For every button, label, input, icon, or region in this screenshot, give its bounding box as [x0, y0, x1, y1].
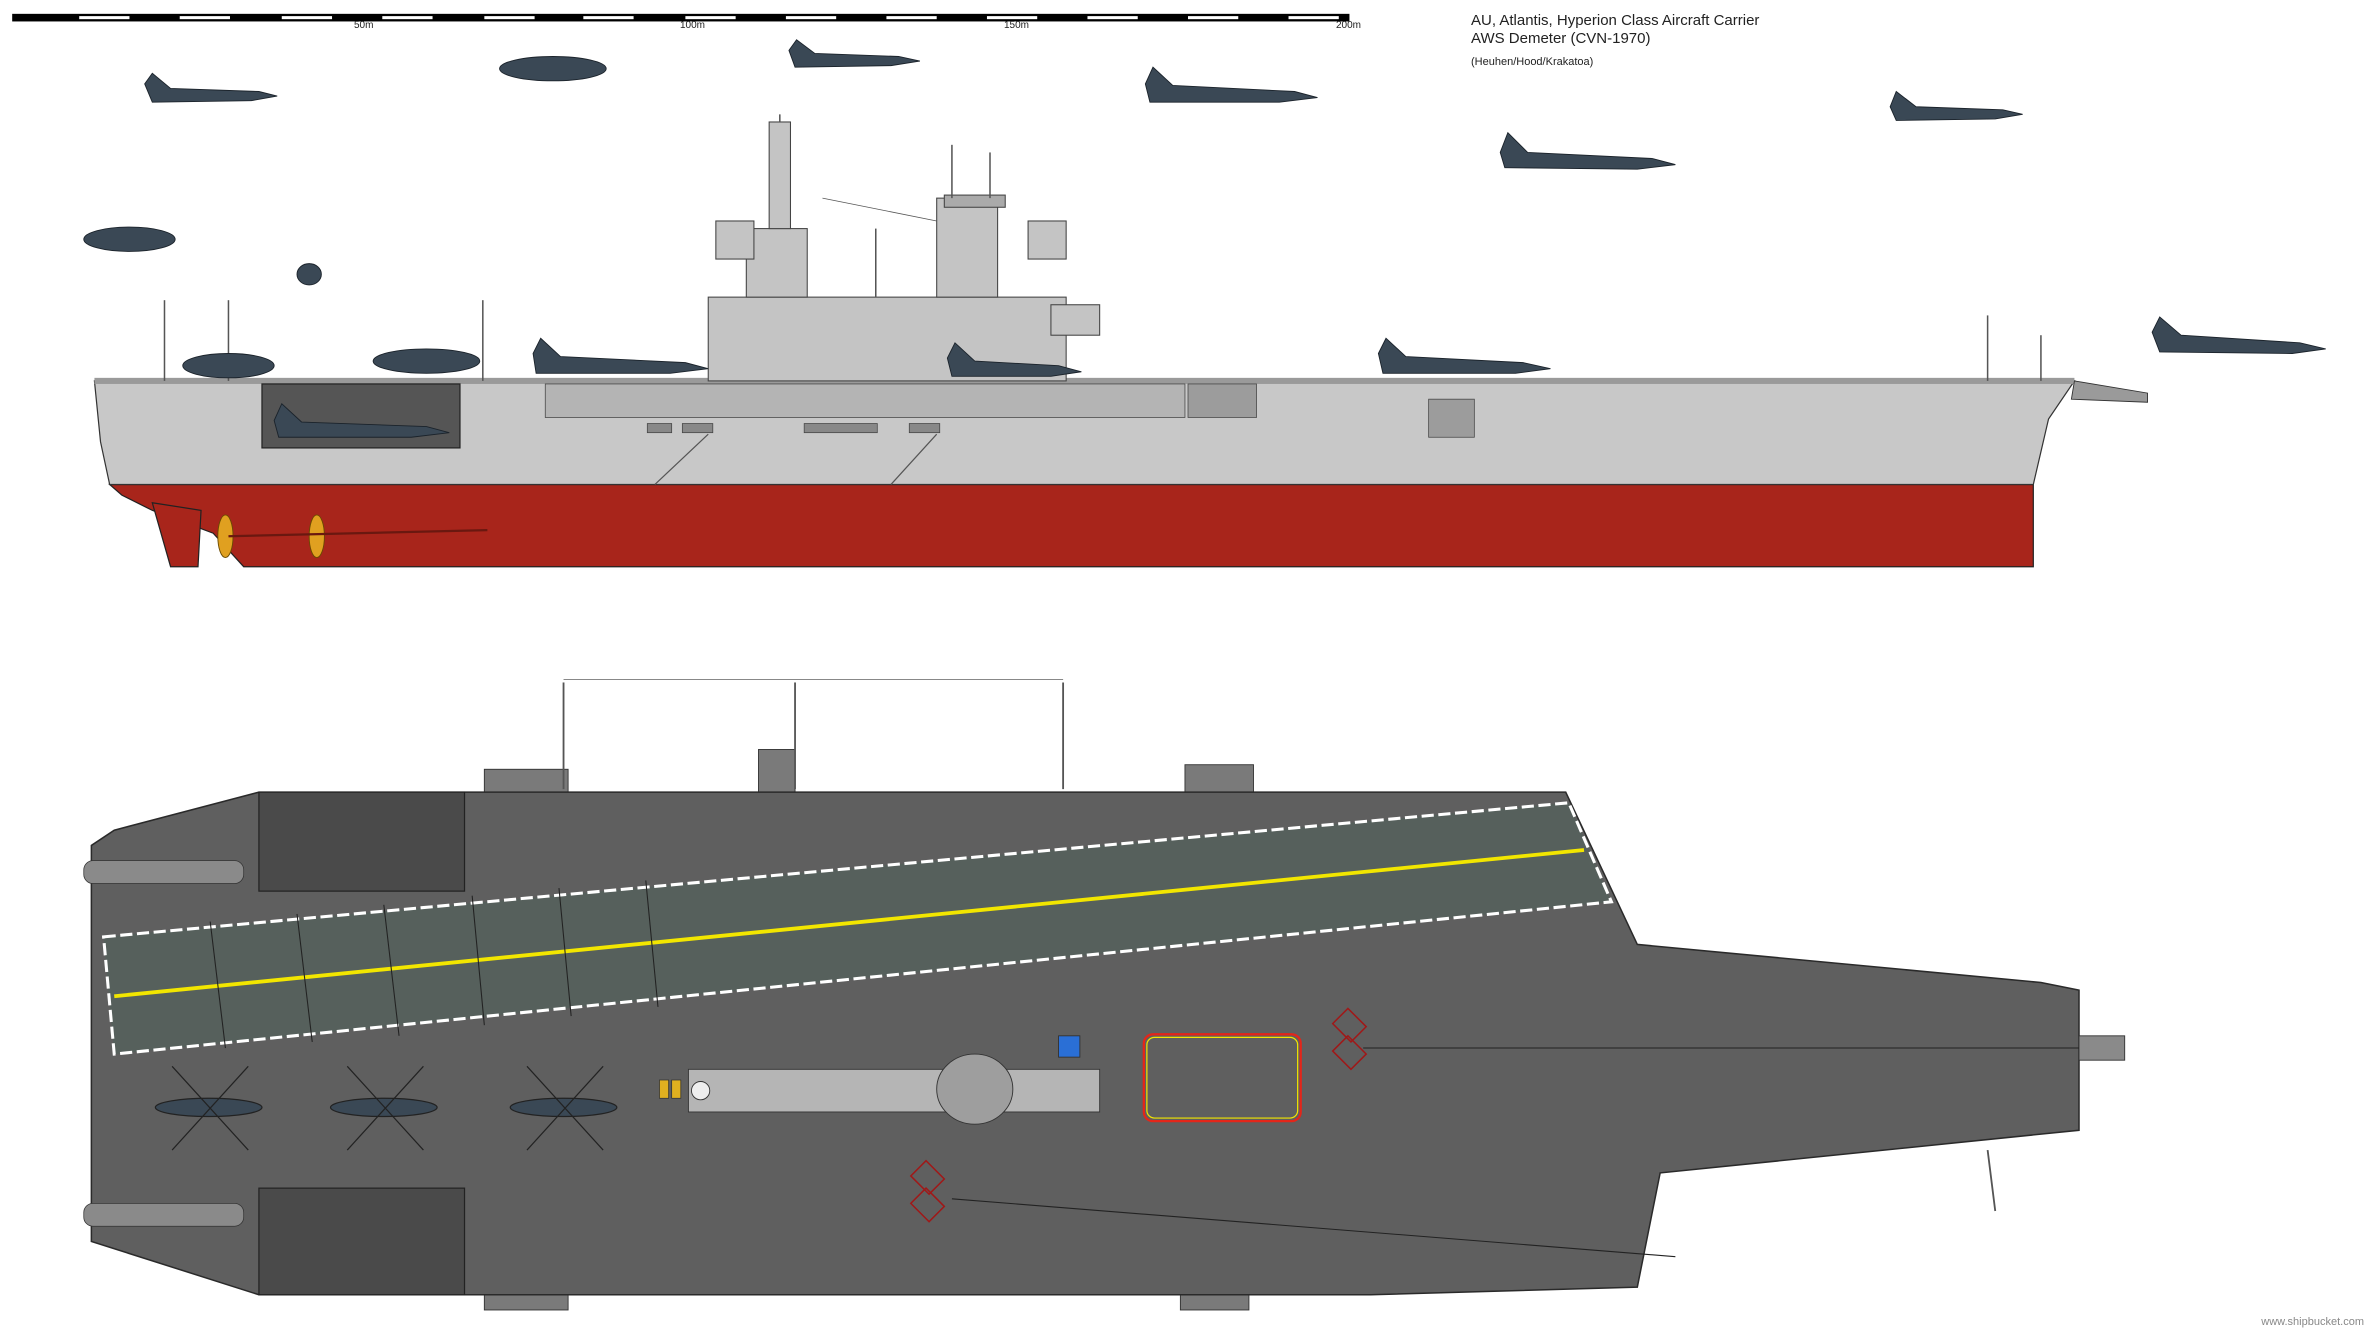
- jet-icon: [2151, 316, 2326, 354]
- helicopter-icon: [83, 226, 176, 252]
- jet-icon: [372, 348, 481, 374]
- jet-icon: [532, 337, 709, 374]
- helicopters-top: [154, 1065, 618, 1151]
- jet-icon: [273, 402, 450, 438]
- island-top: [687, 1035, 1101, 1125]
- drawing-title: AU, Atlantis, Hyperion Class Aircraft Ca…: [1471, 12, 1759, 48]
- plan-view: [83, 678, 2126, 1311]
- rudder: [151, 501, 202, 568]
- helicopter-icon: [154, 1097, 263, 1118]
- watermark: www.shipbucket.com: [2261, 1316, 2364, 1328]
- helicopter-icon: [509, 1097, 618, 1118]
- jet-icon: [788, 39, 921, 68]
- jet-blast-deflector: [909, 1159, 946, 1223]
- deck-elevator-forward: [1142, 1033, 1302, 1123]
- scale-tick-150: 150m: [1004, 20, 1030, 31]
- title-line-1: AU, Atlantis, Hyperion Class Aircraft Ca…: [1471, 12, 1760, 29]
- jet-blast-deflector: [1331, 1007, 1368, 1071]
- runway-centerline: [114, 848, 1585, 999]
- scale-bar: [12, 13, 1350, 22]
- hangar-elevator-aft-lower: [258, 1187, 466, 1296]
- credits: (Heuhen/Hood/Krakatoa): [1471, 56, 1594, 68]
- helicopter-icon: [182, 353, 275, 379]
- title-line-2: AWS Demeter (CVN-1970): [1471, 30, 1651, 47]
- boats: [83, 860, 245, 1227]
- jet-icon: [946, 342, 1082, 377]
- helicopter-icon: [296, 263, 322, 286]
- scale-tick-100: 100m: [680, 20, 706, 31]
- flight-deck-bow: [2070, 380, 2148, 403]
- jet-icon: [499, 56, 607, 82]
- jet-icon: [1889, 90, 2023, 121]
- jet-icon: [1377, 337, 1551, 374]
- side-profile: [93, 114, 2148, 568]
- jet-icon: [144, 72, 278, 103]
- jet-icon: [1499, 131, 1676, 170]
- angled-runway: [101, 801, 1614, 1056]
- scale-tick-200: 200m: [1336, 20, 1362, 31]
- hull-underwater-red: [108, 483, 2034, 568]
- hangar-elevator-aft-upper: [258, 791, 466, 892]
- island-superstructure: [707, 121, 1101, 382]
- propeller-icon: [217, 514, 325, 559]
- jet-icon: [1144, 66, 1318, 103]
- helicopter-icon: [329, 1097, 438, 1118]
- scale-tick-50: 50m: [354, 20, 374, 31]
- aircraft-side: [83, 39, 2326, 438]
